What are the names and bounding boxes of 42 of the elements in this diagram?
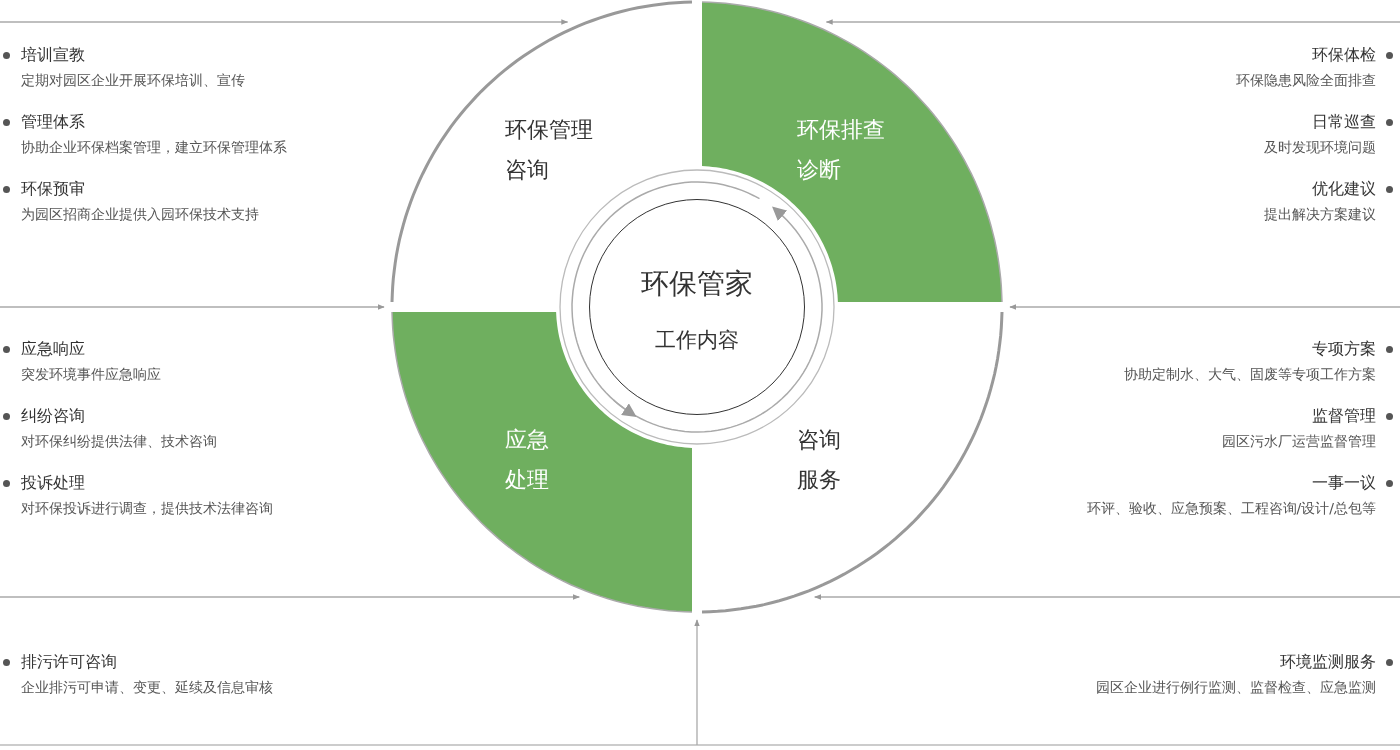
item-description: 协助企业环保档案管理，建立环保管理体系: [21, 138, 287, 156]
arrow: [0, 304, 385, 310]
center-subtitle: 工作内容: [654, 327, 740, 354]
item-description: 定期对园区企业开展环保培训、宣传: [21, 71, 245, 89]
arrow: [694, 619, 700, 746]
item-heading: 环保体检: [1312, 45, 1376, 65]
item-description: 突发环境事件应急响应: [21, 365, 161, 383]
item-description: 企业排污可申请、变更、延续及信息审核: [21, 678, 273, 696]
item-description: 及时发现环境问题: [1264, 138, 1376, 156]
arrow: [825, 19, 1400, 25]
arrow: [0, 19, 569, 25]
item-heading: 纠纷咨询: [21, 406, 85, 426]
item-heading: 专项方案: [1312, 339, 1376, 359]
item-heading: 环境监测服务: [1280, 652, 1376, 672]
item-description: 环保隐患风险全面排查: [1236, 71, 1376, 89]
item-description: 提出解决方案建议: [1264, 205, 1376, 223]
item-heading: 一事一议: [1312, 473, 1376, 493]
item-heading: 优化建议: [1312, 179, 1376, 199]
item-heading: 监督管理: [1312, 406, 1376, 426]
item-heading: 培训宣教: [21, 45, 85, 65]
item-heading: 日常巡查: [1312, 112, 1376, 132]
item-heading: 管理体系: [21, 112, 85, 132]
segment-title: 应急处理: [505, 426, 550, 494]
center-circle: [589, 199, 805, 415]
item-heading: 排污许可咨询: [21, 652, 117, 672]
center-title: 环保管家: [640, 268, 754, 300]
arrow: [814, 594, 1400, 600]
segment-title: 环保管理咨询: [505, 116, 594, 184]
item-description: 协助定制水、大气、固废等专项工作方案: [1124, 365, 1376, 383]
segment-title: 咨询服务: [797, 426, 842, 494]
segment-title: 环保排查诊断: [797, 116, 886, 184]
item-description: 园区污水厂运营监督管理: [1222, 432, 1376, 450]
arrow: [0, 594, 580, 600]
item-description: 环评、验收、应急预案、工程咨询/设计/总包等: [1086, 499, 1376, 517]
item-description: 为园区招商企业提供入园环保技术支持: [21, 205, 259, 223]
item-description: 对环保纠纷提供法律、技术咨询: [21, 432, 217, 450]
item-description: 对环保投诉进行调查，提供技术法律咨询: [21, 499, 273, 517]
item-description: 园区企业进行例行监测、监督检查、应急监测: [1096, 678, 1376, 696]
item-heading: 应急响应: [21, 339, 85, 359]
item-heading: 环保预审: [21, 179, 85, 199]
arrow: [1009, 304, 1400, 310]
item-heading: 投诉处理: [21, 473, 85, 493]
